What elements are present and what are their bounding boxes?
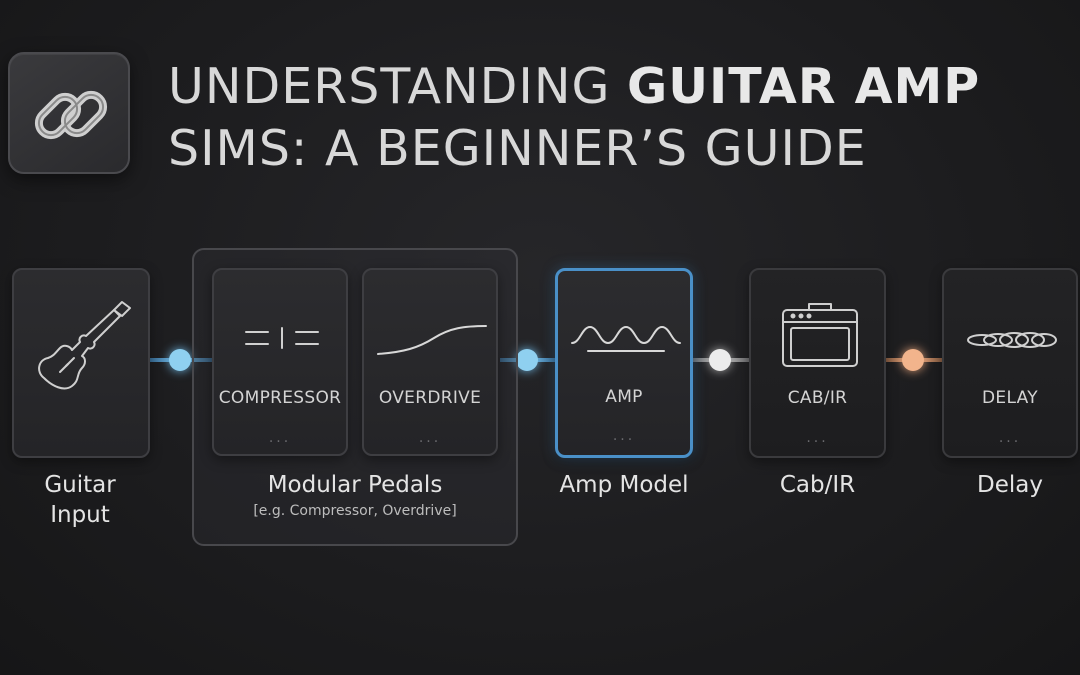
delay-more-dots[interactable]: ... — [998, 430, 1022, 446]
amp-name: AMP — [605, 387, 643, 407]
delay-echo-icon — [967, 332, 1057, 348]
title-line1-strong: GUITAR AMP — [627, 58, 981, 115]
logo-tile — [8, 52, 130, 174]
chain-link-icon — [34, 90, 108, 140]
delay-box[interactable]: DELAY ... — [942, 268, 1078, 458]
page-title: UNDERSTANDING GUITAR AMP SIMS: A BEGINNE… — [168, 56, 1068, 180]
cab-ir-name: CAB/IR — [787, 388, 848, 408]
compressor-more-dots[interactable]: ... — [268, 430, 292, 446]
amp-model-label: Amp Model — [559, 472, 689, 498]
node-amp-cab — [709, 349, 731, 371]
node-pedals-amp — [516, 349, 538, 371]
delay-name: DELAY — [982, 388, 1038, 408]
overdrive-pedal[interactable]: OVERDRIVE ... — [362, 268, 498, 456]
amp-model-box[interactable]: AMP ... — [555, 268, 693, 458]
title-line1-plain: UNDERSTANDING — [168, 58, 628, 115]
modular-pedals-label: Modular Pedals — [267, 472, 443, 498]
title-line2: SIMS: A BEGINNER’S GUIDE — [168, 120, 867, 177]
node-input-pedals — [169, 349, 191, 371]
overdrive-name: OVERDRIVE — [378, 388, 482, 408]
delay-label: Delay — [977, 472, 1043, 498]
electric-guitar-icon — [38, 301, 131, 390]
compressor-pedal[interactable]: COMPRESSOR ... — [212, 268, 348, 456]
guitar-input-box[interactable] — [12, 268, 150, 458]
modular-pedals-sublabel: [e.g. Compressor, Overdrive] — [253, 503, 457, 519]
cab-ir-box[interactable]: CAB/IR ... — [749, 268, 886, 458]
compressor-icon — [245, 327, 319, 349]
overdrive-curve-icon — [377, 325, 487, 355]
compressor-name: COMPRESSOR — [218, 388, 342, 408]
node-cab-delay — [902, 349, 924, 371]
amp-cabinet-icon — [782, 303, 858, 367]
cab-ir-more-dots[interactable]: ... — [806, 430, 829, 446]
waveform-icon — [571, 325, 681, 352]
overdrive-more-dots[interactable]: ... — [418, 430, 442, 446]
cab-ir-label: Cab/IR — [779, 472, 856, 498]
amp-more-dots[interactable]: ... — [612, 428, 636, 444]
